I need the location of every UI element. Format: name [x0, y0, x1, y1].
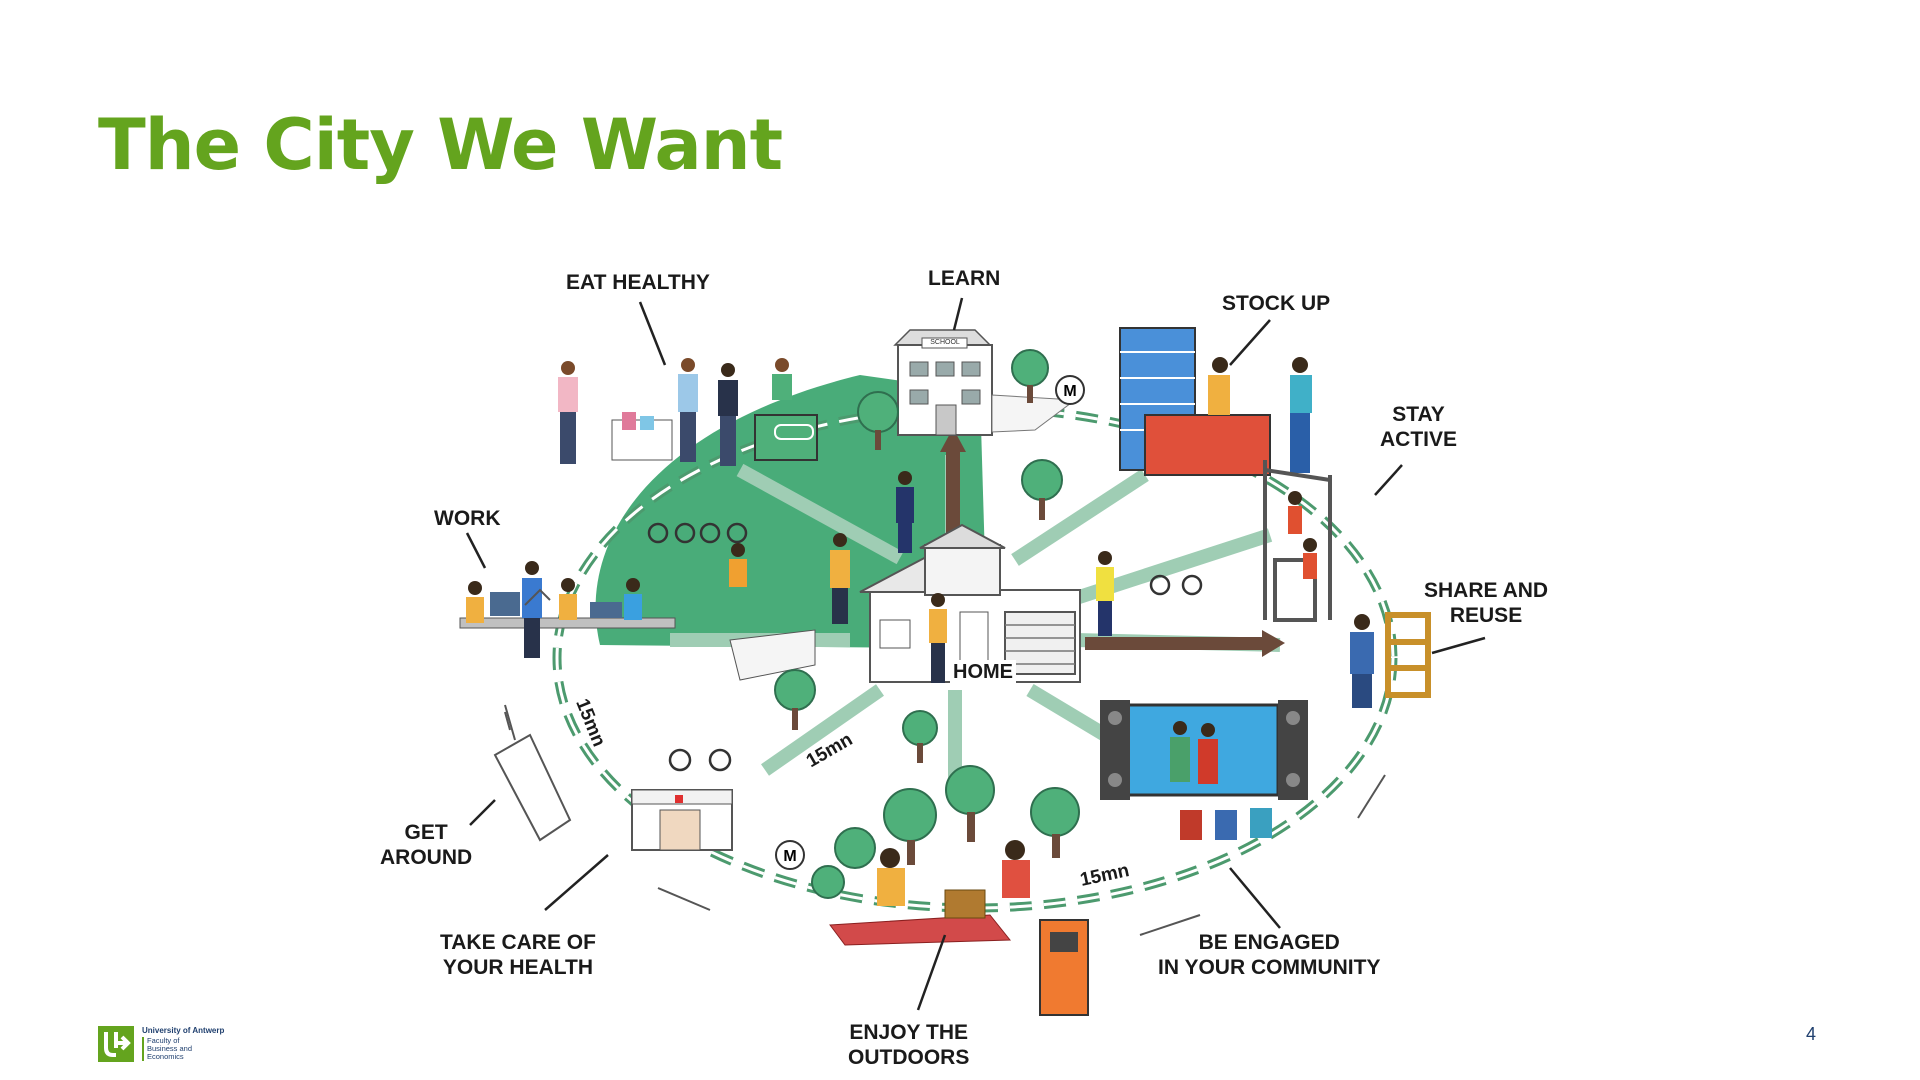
office-desk-icon	[459, 592, 676, 629]
supermarket-counter-icon	[611, 412, 818, 461]
people-icon	[558, 358, 792, 466]
gym-equipment-icon	[1263, 460, 1332, 622]
label-take-care-of-your-health: TAKE CARE OF YOUR HEALTH	[440, 931, 596, 979]
page-number: 4	[1806, 1024, 1817, 1044]
metro-sign-icon	[775, 375, 1085, 870]
label-work: WORK	[434, 507, 501, 530]
university-logo: University of Antwerp Faculty of Busines…	[98, 1026, 224, 1062]
metro-label: M	[783, 848, 796, 865]
leader-lines	[465, 297, 1486, 1011]
arrow-east	[1085, 630, 1285, 657]
cyclist-icon	[647, 522, 1203, 772]
pharmacy-building-icon	[631, 789, 733, 851]
university-name: University of Antwerp	[142, 1026, 225, 1035]
picnic-blanket-icon	[829, 914, 1012, 946]
double-arrow-icon	[504, 588, 1386, 936]
label-enjoy-the-outdoors: ENJOY THE OUTDOORS	[848, 1021, 970, 1069]
people-icon	[1288, 491, 1317, 579]
label-learn: LEARN	[928, 267, 1001, 290]
people-icon	[729, 471, 1114, 683]
wooden-shelf-icon	[1385, 612, 1431, 698]
label-home: HOME	[950, 660, 1016, 685]
label-be-engaged: BE ENGAGED IN YOUR COMMUNITY	[1158, 931, 1381, 979]
school-sign: SCHOOL	[930, 339, 960, 346]
faculty-name: Faculty of Business and Economics	[142, 1037, 209, 1061]
people-icon	[1170, 721, 1272, 840]
school-building-icon	[893, 329, 1077, 436]
label-share-and-reuse: SHARE AND REUSE	[1424, 579, 1549, 627]
label-eat-healthy: EAT HEALTHY	[566, 271, 710, 294]
label-stock-up: STOCK UP	[1222, 292, 1331, 315]
people-icon	[466, 561, 642, 658]
crosswalk-icon	[493, 733, 572, 842]
people-icon	[877, 840, 1030, 906]
metro-label: M	[1063, 383, 1076, 400]
label-stay-active: STAY ACTIVE	[1380, 403, 1458, 451]
uantwerp-logo-icon	[98, 1026, 134, 1062]
open-area-icon	[729, 629, 816, 681]
people-icon	[1208, 357, 1312, 473]
storage-shelf-icon	[1119, 327, 1271, 476]
slide-title: The City We Want	[98, 104, 783, 186]
atm-machine-icon	[1039, 919, 1089, 1016]
picnic-basket-icon	[944, 889, 986, 919]
label-get-around: GET AROUND	[380, 821, 473, 869]
people-icon	[1350, 614, 1374, 708]
arrow-north	[940, 428, 966, 545]
